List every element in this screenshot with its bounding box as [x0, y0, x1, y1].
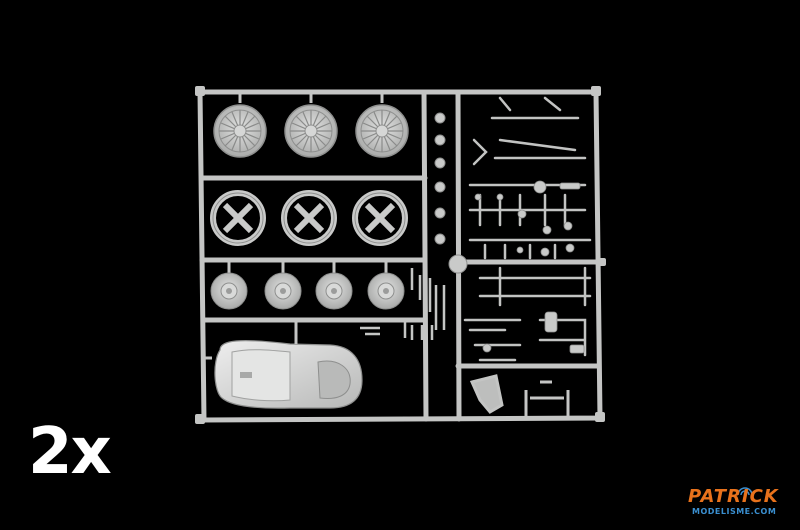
detail-blobs-right [474, 180, 585, 354]
spoked-rims [213, 92, 409, 158]
detail-parts-right [463, 96, 592, 362]
brake-discs [210, 260, 405, 310]
cross-discs [210, 190, 408, 246]
watermark-logo: PATRICK MODELISME.COM [686, 486, 792, 524]
seat-part [204, 322, 363, 409]
runner-tabs [195, 86, 606, 424]
bracket-parts [469, 374, 570, 420]
signal-waves-icon [737, 487, 753, 496]
watermark-top-text: PATRICK [688, 486, 779, 507]
quantity-label: 2x [28, 415, 112, 489]
small-round-parts [434, 112, 468, 274]
detail-parts-left [360, 268, 446, 340]
watermark-bottom-text: MODELISME.COM [692, 507, 777, 516]
